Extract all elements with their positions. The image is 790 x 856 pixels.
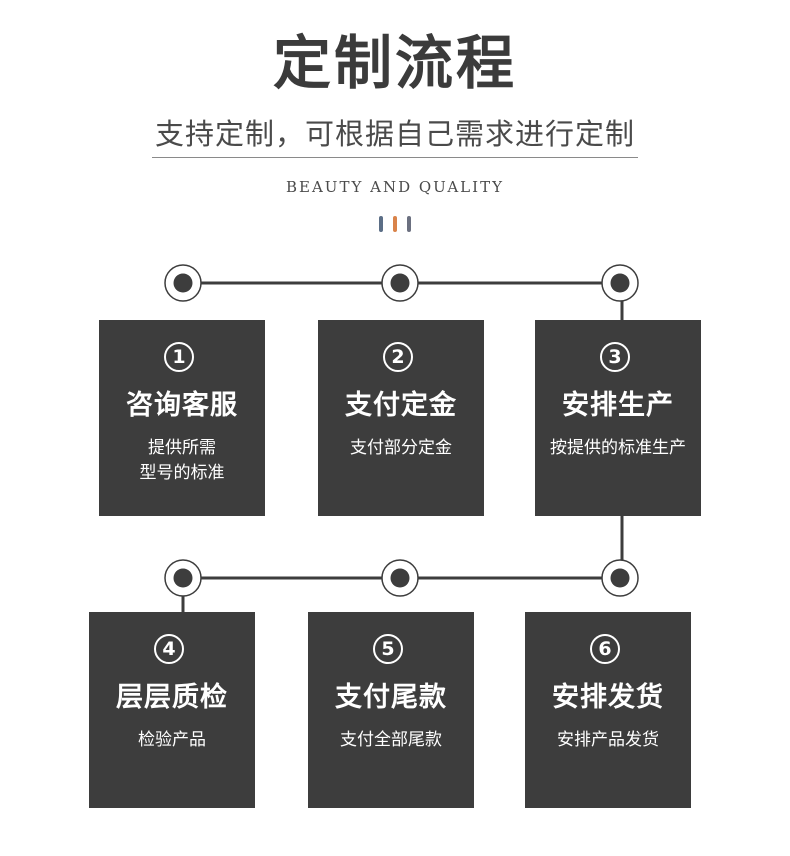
step-desc-4-line-1: 检验产品 [138,730,206,750]
subtitle-divider [152,157,638,158]
step-number-1: 1 [164,342,194,372]
accent-bar-slate [407,216,411,232]
step-card-3: 3 安排生产 按提供的标准生产 [535,320,701,516]
step-desc-5: 支付全部尾款 [314,728,468,753]
step-title-6: 安排发货 [552,682,664,713]
step-card-6: 6 安排发货 安排产品发货 [525,612,691,808]
flow-node-2 [381,264,419,302]
step-desc-3: 按提供的标准生产 [541,436,695,461]
step-desc-2-line-1: 支付部分定金 [350,438,452,458]
flow-node-6 [601,559,639,597]
tagline: BEAUTY AND QUALITY [286,178,504,196]
step-number-4: 4 [154,634,184,664]
accent-bar-blue [379,216,383,232]
step-desc-1: 提供所需 型号的标准 [105,436,259,486]
step-title-2: 支付定金 [345,390,457,421]
step-card-4: 4 层层质检 检验产品 [89,612,255,808]
flow-node-5 [381,559,419,597]
flow-node-1 [164,264,202,302]
step-number-3: 3 [600,342,630,372]
flow-node-4 [164,559,202,597]
step-title-3: 安排生产 [562,390,674,421]
step-number-5: 5 [373,634,403,664]
step-card-2: 2 支付定金 支付部分定金 [318,320,484,516]
step-card-1: 1 咨询客服 提供所需 型号的标准 [99,320,265,516]
flow-node-3 [601,264,639,302]
page-title: 定制流程 [272,29,517,97]
step-desc-6: 安排产品发货 [531,728,685,753]
step-title-5: 支付尾款 [335,682,447,713]
step-title-1: 咨询客服 [126,390,238,421]
accent-bar-orange [393,216,397,232]
step-card-5: 5 支付尾款 支付全部尾款 [308,612,474,808]
step-desc-6-line-1: 安排产品发货 [557,730,659,750]
step-number-2: 2 [383,342,413,372]
step-title-4: 层层质检 [116,682,228,713]
step-desc-1-line-1: 提供所需 [148,438,216,458]
step-desc-4: 检验产品 [95,728,249,753]
step-desc-5-line-1: 支付全部尾款 [340,730,442,750]
step-desc-1-line-2: 型号的标准 [139,463,225,483]
step-number-6: 6 [590,634,620,664]
step-desc-3-line-1: 按提供的标准生产 [550,438,686,458]
accent-bars [379,216,413,232]
step-desc-2: 支付部分定金 [324,436,478,461]
page-subtitle: 支持定制，可根据自己需求进行定制 [154,117,635,151]
